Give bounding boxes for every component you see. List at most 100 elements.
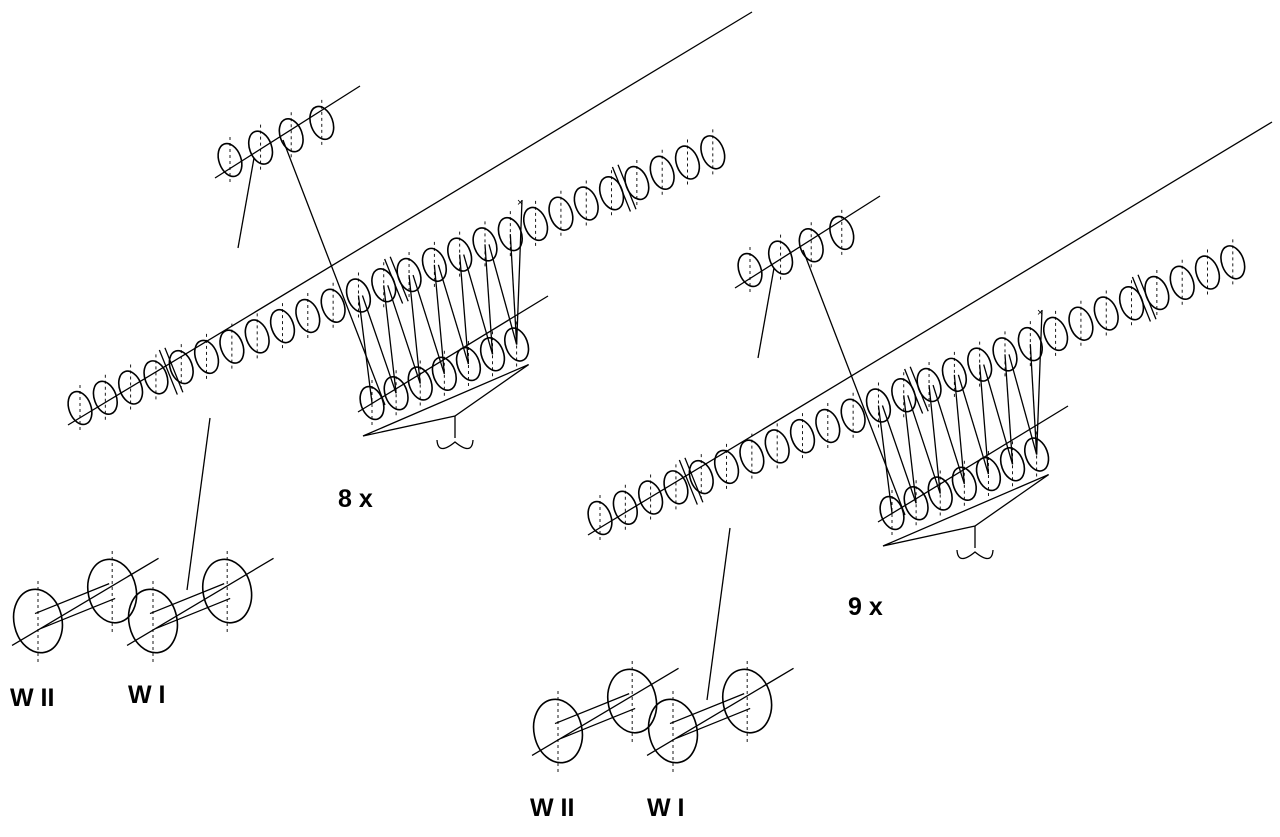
rope-9x — [932, 384, 965, 484]
crown-sheave-8x — [143, 360, 169, 395]
crown-sheave-9x — [587, 500, 613, 536]
crown-sheave-8x — [244, 319, 270, 354]
crown-sheave-9x — [815, 408, 841, 444]
crown-sheave-9x — [992, 337, 1018, 372]
crown-sheave-9x — [739, 439, 765, 474]
rope-8x — [361, 295, 397, 394]
crown-sheave-8x — [320, 288, 346, 323]
drum-w2-8x-barrel — [40, 597, 116, 630]
rope-9x — [1029, 344, 1038, 455]
crown-spacer-8x — [158, 349, 178, 395]
block-sheave-9x — [999, 447, 1026, 482]
rope-9x — [1008, 354, 1038, 455]
dead-end-mark-8x: × — [517, 197, 523, 209]
block-shaft-8x — [357, 295, 549, 413]
crown-sheave-8x — [522, 206, 549, 242]
drum-w1-8x-barrel — [155, 597, 231, 630]
drum-w1-8x-axle — [126, 557, 274, 647]
drum-label-w2-left: W II — [10, 684, 55, 712]
drum-w2-8x-axle — [11, 557, 159, 647]
drum-w1-8x-flange — [201, 558, 253, 624]
rope-8x — [357, 295, 373, 404]
crown-spacer-9x — [1131, 276, 1152, 322]
crown-sheave-9x — [1068, 306, 1094, 341]
rope-8x — [408, 274, 421, 384]
block-sheave-9x — [975, 456, 1002, 492]
deflector-shaft-8x — [214, 85, 361, 179]
lead-line-8x — [237, 157, 255, 249]
crown-sheave-8x — [219, 329, 245, 364]
deflector-sheave-8x — [278, 118, 304, 153]
rope-9x — [979, 364, 990, 475]
deflector-sheave-9x — [798, 228, 824, 263]
drum-w1-8x-barrel — [149, 583, 225, 615]
drum-w2-8x-barrel — [34, 583, 110, 615]
fast-line-8x — [282, 139, 386, 406]
lead-line-9x — [757, 267, 775, 359]
crown-sheave-9x — [663, 470, 689, 505]
crown-sheave-9x — [688, 459, 714, 495]
crown-sheave-9x — [967, 347, 993, 382]
crown-sheave-9x — [1194, 255, 1221, 290]
crown-spacer-9x — [684, 457, 704, 503]
crown-sheave-9x — [764, 429, 790, 464]
crown-sheave-8x — [573, 186, 599, 221]
crown-spacer-8x — [164, 347, 184, 393]
dead-end-line-8x — [515, 199, 523, 345]
crown-spacer-9x — [909, 366, 929, 412]
drum-w2-9x-axle — [531, 667, 679, 757]
drum-w1-9x-axle — [646, 667, 794, 757]
crown-sheave-9x — [941, 357, 968, 393]
crown-sheave-8x — [700, 135, 726, 170]
drum-label-w1-left: W I — [128, 681, 166, 709]
block-sheave-9x — [951, 466, 977, 501]
crown-spacer-8x — [611, 166, 632, 212]
block-sheave-8x — [503, 327, 530, 362]
deflector-sheave-8x — [217, 142, 243, 178]
rope-8x — [463, 254, 494, 355]
rope-9x — [953, 374, 965, 484]
crown-sheave-8x — [674, 145, 701, 180]
hook-9x — [956, 526, 994, 560]
drum-line-9x — [706, 527, 731, 701]
crown-sheave-9x — [637, 480, 664, 515]
crown-spacer-8x — [389, 256, 409, 302]
dead-end-mark-9x: × — [1037, 307, 1043, 319]
rope-8x — [509, 234, 518, 345]
crown-sheave-8x — [447, 237, 473, 272]
drum-label-w1-right: W I — [647, 794, 685, 822]
drum-w1-9x-barrel — [675, 707, 751, 740]
drum-line-8x — [186, 417, 211, 591]
deflector-sheave-8x — [309, 105, 335, 141]
drum-label-w2-right: W II — [530, 794, 575, 822]
fast-line-9x — [802, 249, 906, 516]
crown-spacer-9x — [904, 368, 924, 414]
crown-spacer-9x — [678, 459, 698, 505]
crown-sheave-8x — [92, 380, 118, 415]
crown-sheave-9x — [1042, 316, 1069, 352]
crown-sheave-8x — [67, 390, 93, 426]
rope-9x — [903, 395, 917, 504]
crown-sheave-8x — [168, 349, 194, 385]
rope-8x — [383, 285, 397, 394]
rope-8x — [387, 285, 421, 384]
reeving-assembly-9x: × — [531, 121, 1273, 775]
deflector-sheave-8x — [247, 130, 274, 165]
crown-sheave-9x — [612, 490, 638, 525]
rope-9x — [881, 405, 917, 504]
deflector-sheave-9x — [737, 252, 763, 288]
crown-sheave-8x — [649, 155, 675, 190]
rope-9x — [928, 384, 941, 494]
deflector-shaft-9x — [734, 195, 881, 289]
block-frame-9x — [882, 473, 1050, 547]
rope-9x — [957, 374, 990, 475]
reeving-count-label-8x: 8 x — [338, 485, 373, 513]
block-shaft-9x — [877, 405, 1069, 523]
dead-end-line-9x — [1035, 309, 1043, 455]
reeving-count-label-9x: 9 x — [848, 593, 883, 621]
crown-sheave-9x — [713, 449, 740, 485]
block-sheave-8x — [479, 337, 506, 372]
block-sheave-9x — [1023, 437, 1050, 472]
rope-8x — [437, 264, 470, 365]
